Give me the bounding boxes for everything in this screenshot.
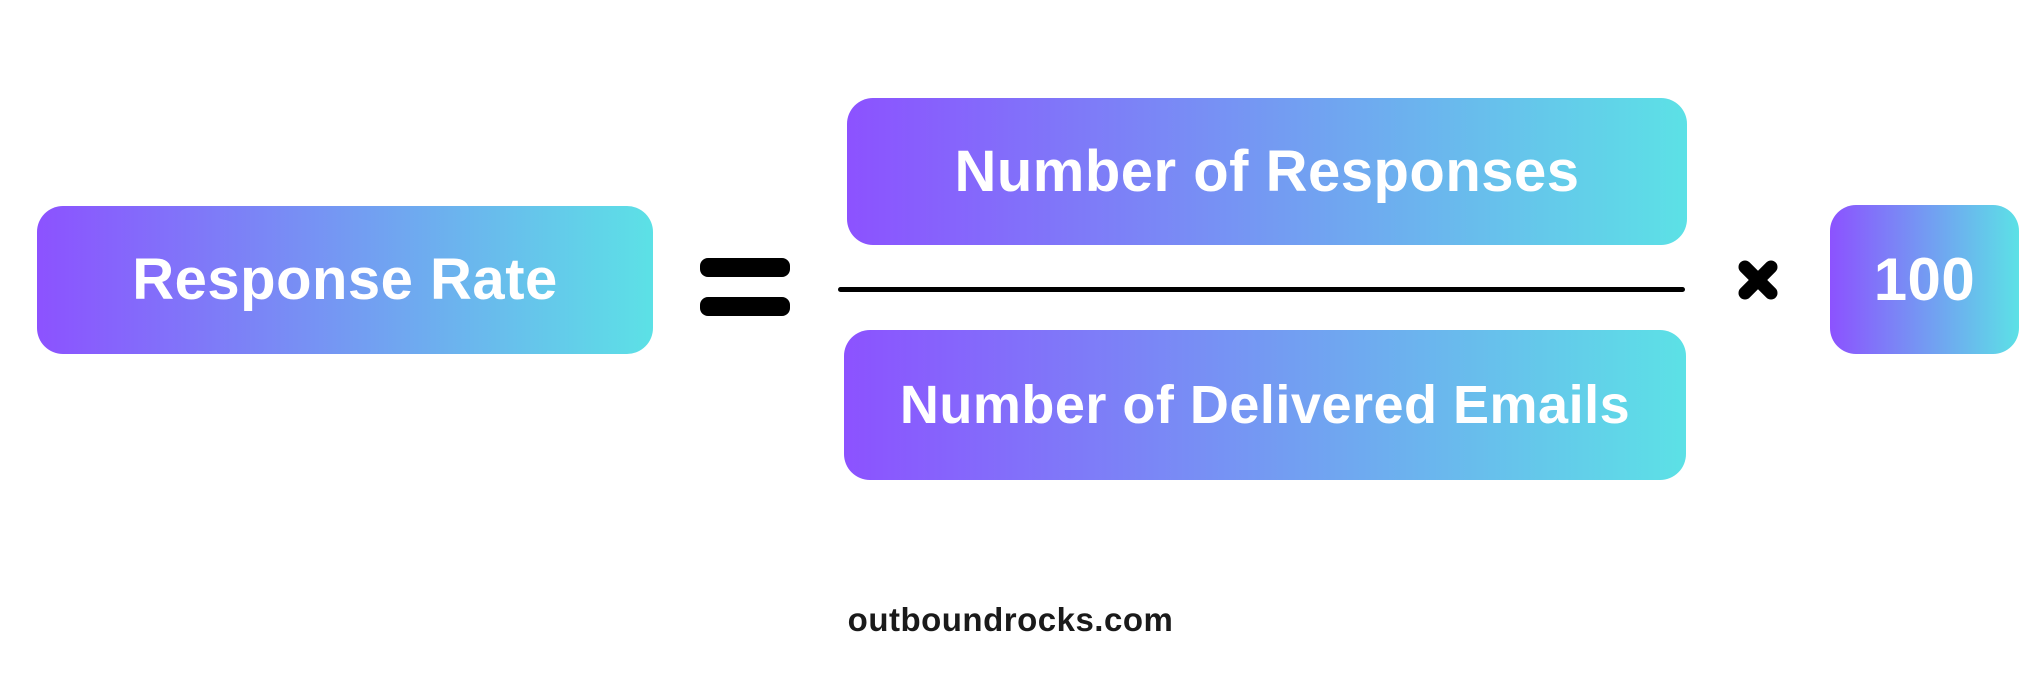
fraction-divider-line: [838, 287, 1685, 292]
numerator-box: Number of Responses: [847, 98, 1687, 245]
multiplier-value: 100: [1873, 245, 1976, 313]
multiply-icon: [1738, 260, 1778, 300]
denominator-box: Number of Delivered Emails: [844, 330, 1686, 480]
website-text: outboundrocks.com: [847, 601, 1174, 638]
denominator-label: Number of Delivered Emails: [899, 375, 1631, 435]
numerator-label: Number of Responses: [954, 138, 1580, 204]
multiplier-box: 100: [1830, 205, 2019, 354]
response-rate-label: Response Rate: [132, 247, 558, 312]
response-rate-box: Response Rate: [37, 206, 653, 354]
equals-icon: [700, 258, 790, 316]
website-footer: outboundrocks.com: [0, 598, 2030, 642]
equals-bottom-bar: [700, 297, 790, 316]
equals-top-bar: [700, 258, 790, 277]
